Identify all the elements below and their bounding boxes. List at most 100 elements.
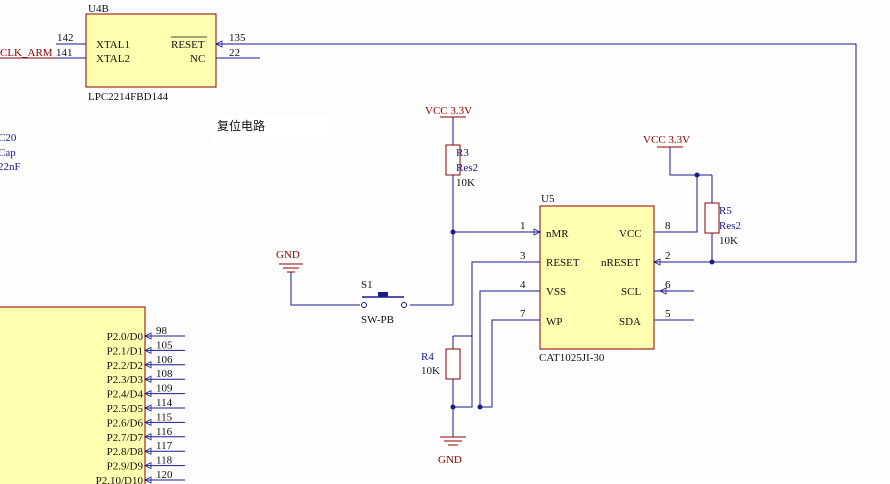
u4b-pin-nc-name: NC (190, 53, 205, 65)
c20-designator: C20 (0, 132, 17, 144)
p2-pin-row: P2.10/D10 120 (96, 469, 185, 484)
u5-pin-num-8: 8 (665, 220, 671, 232)
wire-wp-pin (480, 319, 540, 408)
p2-body (0, 306, 146, 484)
junction-vss-wp (477, 404, 483, 410)
r3-value: 10K (456, 177, 475, 189)
p2-pin-row: P2.8/D8 117 (107, 440, 185, 458)
p2-pin-name: P2.3/D3 (107, 374, 144, 386)
p2-pin-name: P2.2/D2 (107, 360, 143, 372)
r4-designator: R4 (421, 351, 434, 363)
u5-pin-num-4: 4 (520, 279, 526, 291)
p2-pin-name: P2.8/D8 (107, 446, 144, 458)
p2-pin-number: 108 (156, 368, 173, 380)
p2-pin-name: P2.1/D1 (107, 345, 143, 357)
p2-pin-row: P2.9/D9 118 (107, 455, 185, 473)
junction-nreset (709, 259, 715, 265)
u4b-pin-reset-name: RESET (171, 39, 205, 51)
u5-pin-vss-name: VSS (546, 286, 566, 298)
u5-pin-reset-name: RESET (546, 257, 580, 269)
u4b-part: LPC2214FBD144 (88, 91, 169, 103)
u4b-pin-num-141: 141 (56, 47, 73, 59)
p2-pin-number: 114 (156, 397, 173, 409)
u5-part: CAT1025JI-30 (539, 352, 605, 364)
r5-type: Res2 (719, 220, 741, 232)
wire-vss-pin (479, 290, 540, 407)
gnd-left-wire (290, 272, 360, 306)
gnd-bottom-label: GND (438, 454, 462, 466)
p2-pin-number: 120 (156, 469, 173, 481)
vcc-left-symbol: VCC 3.3V (425, 105, 472, 145)
p2-pin-row: P2.0/D0 98 (107, 325, 185, 343)
p2-pin-row: P2.7/D7 116 (107, 426, 185, 444)
p2-pin-name: P2.5/D5 (107, 403, 144, 415)
s1-button-cap (378, 292, 388, 297)
wire-reset-net (260, 43, 857, 263)
u5-pin-num-3: 3 (520, 250, 526, 262)
p2-pin-name: P2.4/D4 (107, 389, 144, 401)
r5-component[interactable]: R5 Res2 10K (704, 175, 741, 262)
p2-pin-name: P2.0/D0 (107, 331, 144, 343)
r5-value: 10K (719, 235, 738, 247)
s1-contact-left (361, 302, 367, 308)
p2-pin-number: 116 (156, 426, 173, 438)
u5-nmr-input-arrow (533, 228, 541, 236)
c20-type: Cap (0, 147, 16, 159)
reset-circuit-note: 复位电路 (212, 115, 335, 143)
u4b-pin-xtal1-name: XTAL1 (96, 39, 130, 51)
p2-pin-number: 98 (156, 325, 168, 337)
u4b-reset-input-arrow (215, 40, 223, 48)
p2-pin-name: P2.10/D10 (96, 475, 144, 484)
r4-value: 10K (421, 365, 440, 377)
s1-part: SW-PB (361, 314, 394, 326)
p2-pin-row: P2.5/D5 114 (107, 397, 185, 415)
r5-body (704, 202, 720, 234)
s1-switch[interactable]: S1 SW-PB (361, 279, 407, 326)
u4b-pin-xtal2-name: XTAL2 (96, 53, 130, 65)
r4-component[interactable]: R4 10K (421, 335, 472, 437)
p2-pin-name: P2.7/D7 (107, 432, 144, 444)
p2-pin-name: P2.6/D6 (107, 417, 144, 429)
vcc-right-label: VCC 3.3V (643, 134, 690, 146)
u5-pin-num-6: 6 (665, 279, 671, 291)
u5-pin-num-1: 1 (520, 220, 526, 232)
gnd-left-label: GND (276, 249, 300, 261)
r3-component[interactable]: R3 Res2 10K (445, 144, 478, 189)
s1-contact-right (401, 302, 407, 308)
u5-component[interactable]: U5 CAT1025JI-30 nMR RESET VSS WP VCC nRE… (520, 193, 671, 364)
c20-component: C20 Cap 22nF (0, 132, 21, 173)
vcc-left-label: VCC 3.3V (425, 105, 472, 117)
p2-pin-row: P2.4/D4 109 (107, 383, 185, 401)
u5-pin-vcc-name: VCC (619, 228, 642, 240)
u4b-designator: U4B (88, 3, 109, 15)
net-label-clk-arm: CLK_ARM (0, 47, 53, 59)
u4b-component[interactable]: U4B LPC2214FBD144 XTAL1 XTAL2 RESET NC 1… (0, 3, 260, 103)
u5-pin-nreset-name: nRESET (601, 257, 640, 269)
u4b-pin-num-22: 22 (229, 47, 240, 59)
p2-pin-number: 109 (156, 383, 173, 395)
r3-designator: R3 (456, 147, 469, 159)
u5-body (539, 205, 655, 350)
p2-pin-row: P2.3/D3 108 (107, 368, 185, 386)
vcc-right-symbol: VCC 3.3V (643, 134, 712, 176)
p2-pin-name: P2.9/D9 (107, 461, 144, 473)
u5-designator: U5 (541, 193, 555, 205)
u5-pin-nmr-name: nMR (546, 228, 569, 240)
u5-pin-wp-name: WP (546, 316, 563, 328)
u4b-pin-num-135: 135 (229, 32, 246, 44)
junction-r4-bottom (450, 404, 456, 410)
p2-pin-number: 117 (156, 440, 173, 452)
p2-pin-number: 118 (156, 455, 173, 467)
wire-reset-pin (453, 261, 540, 408)
r5-designator: R5 (719, 205, 732, 217)
c20-value: 22nF (0, 161, 21, 173)
u5-pin-num-5: 5 (665, 308, 671, 320)
gnd-left-symbol: GND (276, 249, 360, 306)
